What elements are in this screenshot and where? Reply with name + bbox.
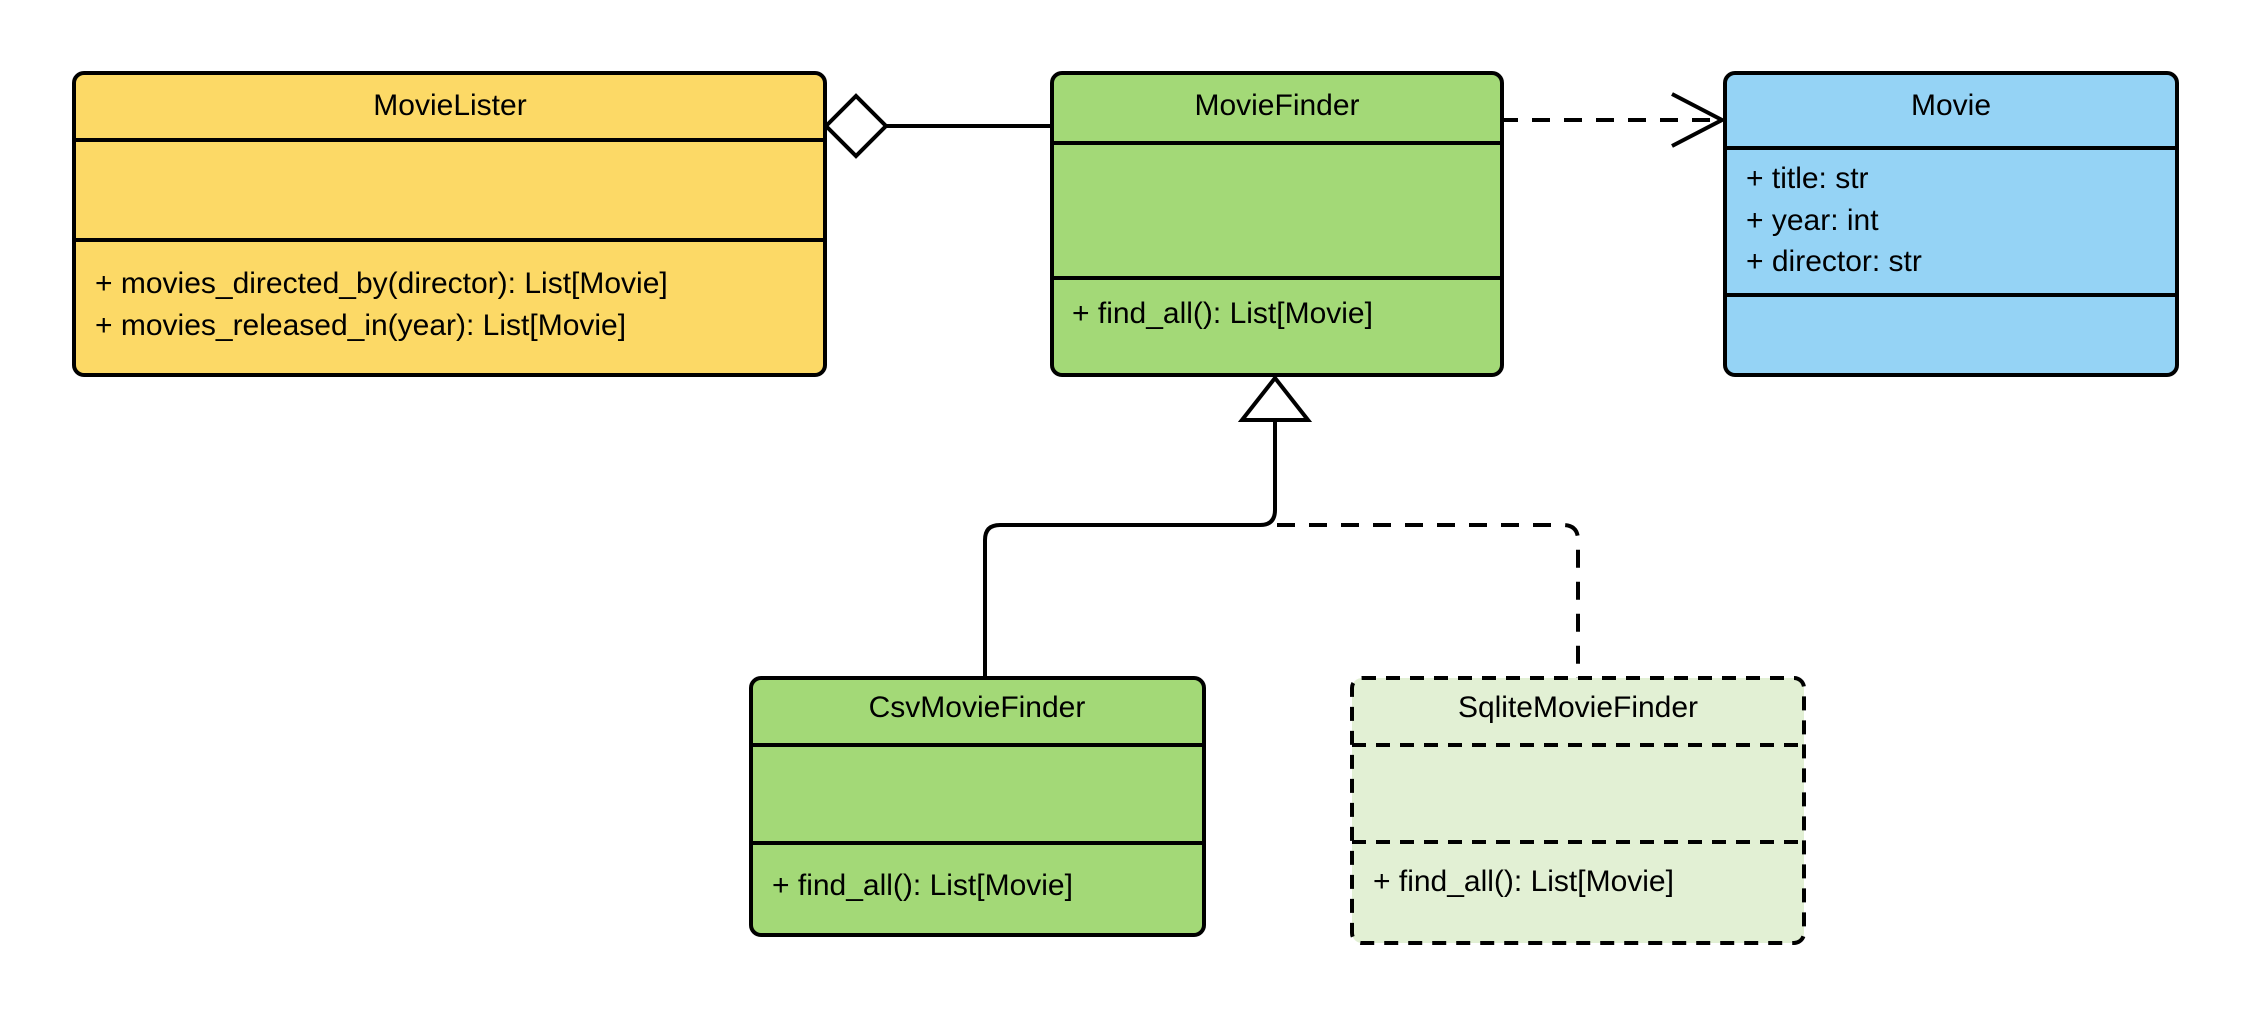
open-arrow-icon xyxy=(1671,92,1727,148)
csv-movie-finder-frame xyxy=(749,676,1206,937)
relationship-inheritance-csv-finder[interactable] xyxy=(983,374,1313,678)
movie-attribute-2: + director: str xyxy=(1746,245,1922,278)
movie-lister-method-0: + movies_directed_by(director): List[Mov… xyxy=(95,267,668,300)
movie-attribute-0: + title: str xyxy=(1746,162,1869,195)
class-box-movie-finder[interactable]: MovieFinder + find_all(): List[Movie] xyxy=(1050,71,1504,377)
movie-finder-frame xyxy=(1050,71,1504,377)
sqlite-movie-finder-title: SqliteMovieFinder xyxy=(1458,691,1698,724)
inheritance-line-sqlite xyxy=(1277,523,1580,678)
movie-lister-frame xyxy=(72,71,827,377)
sqlite-movie-finder-method-0: + find_all(): List[Movie] xyxy=(1373,865,1674,898)
hollow-diamond-icon xyxy=(823,93,889,159)
class-box-csv-movie-finder[interactable]: CsvMovieFinder + find_all(): List[Movie] xyxy=(749,676,1206,937)
hollow-triangle-icon xyxy=(1237,374,1313,422)
movie-lister-title: MovieLister xyxy=(373,89,526,122)
relationship-dependency-finder-movie[interactable] xyxy=(1500,92,1727,148)
movie-attribute-1: + year: int xyxy=(1746,204,1879,237)
movie-title: Movie xyxy=(1911,89,1991,122)
relationship-inheritance-sqlite-finder[interactable] xyxy=(1277,523,1580,678)
movie-finder-method-0: + find_all(): List[Movie] xyxy=(1072,297,1373,330)
inheritance-line-csv xyxy=(983,420,1277,678)
class-box-movie-lister[interactable]: MovieLister + movies_directed_by(directo… xyxy=(72,71,827,377)
class-box-movie[interactable]: Movie + title: str + year: int + directo… xyxy=(1723,71,2179,377)
relationship-aggregation-lister-finder[interactable] xyxy=(823,93,1052,159)
csv-movie-finder-method-0: + find_all(): List[Movie] xyxy=(772,869,1073,902)
class-box-sqlite-movie-finder[interactable]: SqliteMovieFinder + find_all(): List[Mov… xyxy=(1350,676,1806,945)
csv-movie-finder-title: CsvMovieFinder xyxy=(869,691,1086,724)
movie-finder-title: MovieFinder xyxy=(1194,89,1359,122)
movie-lister-method-1: + movies_released_in(year): List[Movie] xyxy=(95,309,626,342)
